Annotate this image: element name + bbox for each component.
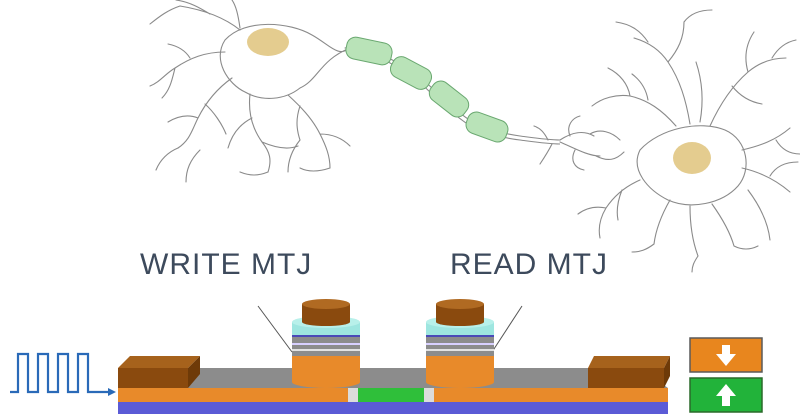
myelin-sheath-4 [465, 111, 509, 143]
read-mtj-leader [491, 305, 523, 353]
arrow-up-icon [716, 384, 736, 406]
read-mtj-label: READ MTJ [450, 248, 608, 281]
green-region [358, 388, 424, 402]
neuron-left [149, 0, 361, 183]
square-wave-pulse-icon [10, 352, 116, 396]
mtj-device [118, 299, 670, 414]
state-down-box [689, 337, 763, 373]
myelin-sheath-3 [428, 80, 470, 118]
left-electrode [118, 356, 200, 388]
myelin-sheath-2 [389, 56, 433, 90]
state-up-box [689, 377, 763, 413]
myelin-sheaths [345, 36, 509, 143]
left-gap [348, 388, 358, 402]
myelin-sheath-1 [345, 36, 393, 66]
gray-top-surface [118, 368, 668, 388]
neuron-left-nucleus [247, 28, 289, 56]
right-gap [424, 388, 434, 402]
write-mtj-label: WRITE MTJ [140, 248, 313, 281]
read-mtj-pillar [426, 299, 494, 388]
leader-lines [257, 305, 523, 353]
substrate-layer [118, 402, 668, 414]
neuron-right [533, 9, 800, 273]
right-electrode [588, 356, 670, 388]
arrow-down-icon [716, 345, 736, 366]
write-mtj-leader [257, 305, 293, 353]
write-mtj-pillar [292, 299, 360, 388]
neuron-right-nucleus [673, 142, 711, 174]
